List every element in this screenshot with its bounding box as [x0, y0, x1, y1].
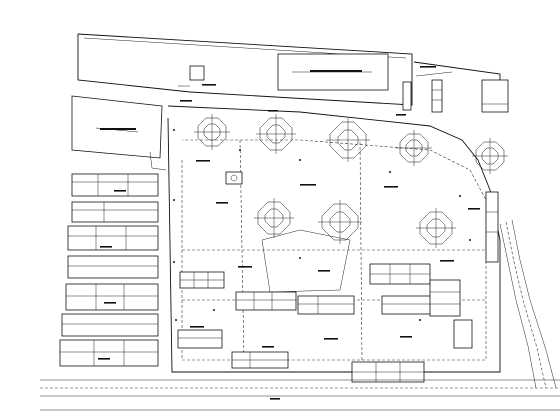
right-side-buildings: [429, 191, 499, 349]
left-large-building: [71, 95, 167, 171]
narrow-block-2: [431, 79, 443, 113]
south-lowrise-strips: [177, 263, 433, 383]
bottom-road: [40, 379, 560, 411]
left-slab-row: [59, 173, 159, 367]
right-corner-building: [481, 79, 509, 113]
small-square-building: [189, 65, 205, 81]
top-right-structures: [402, 61, 509, 113]
narrow-block-1: [402, 81, 412, 111]
middle-tower-row: [225, 171, 456, 248]
top-site-block: [77, 33, 413, 106]
small-pavilion: [225, 171, 243, 185]
site-markers: [173, 129, 471, 321]
right-road: [499, 219, 557, 389]
north-tower-row: [194, 114, 508, 174]
annotation-marks: [98, 66, 480, 400]
